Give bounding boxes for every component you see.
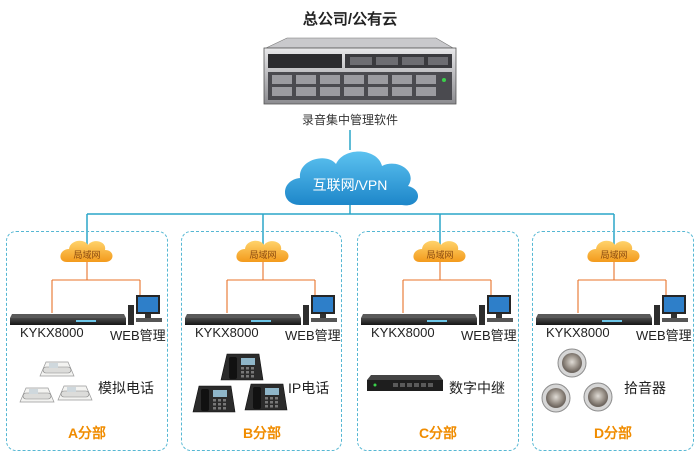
recorder-device-icon xyxy=(361,314,477,325)
internet-label: 互联网/VPN xyxy=(313,177,388,193)
internet-cloud-icon: 互联网/VPN xyxy=(285,151,419,206)
feature-label: 数字中继 xyxy=(449,380,505,396)
analog-phone-icon xyxy=(39,361,75,377)
device-model-label: KYKX8000 xyxy=(371,325,435,340)
server-rack-icon xyxy=(263,37,457,105)
pickup-microphone-group xyxy=(541,348,613,413)
computer-icon xyxy=(479,295,513,325)
web-management-label: WEB管理 xyxy=(110,328,166,343)
computer-icon xyxy=(303,295,337,325)
feature-label: 拾音器 xyxy=(624,380,666,396)
branch-name: B分部 xyxy=(242,425,282,441)
server-label: 录音集中管理软件 xyxy=(301,113,398,127)
branch-box xyxy=(532,231,694,451)
branch-name: A分部 xyxy=(67,425,107,441)
recorder-device-icon xyxy=(185,314,301,325)
feature-label: 模拟电话 xyxy=(98,380,154,396)
web-management-label: WEB管理 xyxy=(285,328,341,343)
branch-box xyxy=(6,231,168,451)
web-management-label: WEB管理 xyxy=(461,328,517,343)
web-management-label: WEB管理 xyxy=(636,328,692,343)
branch-box xyxy=(181,231,342,451)
pickup-microphone-icon xyxy=(583,382,613,412)
computer-icon xyxy=(654,295,688,325)
branch-name: C分部 xyxy=(418,425,458,441)
recorder-device-icon xyxy=(10,314,126,325)
device-model-label: KYKX8000 xyxy=(20,325,84,340)
ip-phone-icon xyxy=(220,353,264,381)
analog-phone-icon xyxy=(19,387,55,403)
lan-links xyxy=(577,262,667,313)
computer-icon xyxy=(128,295,162,325)
lan-label: 局域网 xyxy=(600,249,627,260)
lan-links xyxy=(226,262,316,313)
ip-phone-icon xyxy=(192,385,236,413)
device-model-label: KYKX8000 xyxy=(195,325,259,340)
lan-links xyxy=(402,262,492,313)
device-model-label: KYKX8000 xyxy=(546,325,610,340)
pickup-microphone-icon xyxy=(541,383,571,413)
lan-links xyxy=(51,262,141,313)
analog-phone-icon xyxy=(57,385,93,401)
branch-name: D分部 xyxy=(593,425,633,441)
page-title: 总公司/公有云 xyxy=(302,11,398,28)
backbone-links xyxy=(86,205,615,248)
lan-label: 局域网 xyxy=(73,249,100,260)
analog-phone-group xyxy=(19,361,93,403)
lan-label: 局域网 xyxy=(426,249,453,260)
branch-box xyxy=(357,231,519,451)
lan-cloud-icon: 局域网 xyxy=(587,240,640,262)
recorder-device-icon xyxy=(536,314,652,325)
ip-phone-group xyxy=(192,353,288,413)
ip-phone-icon xyxy=(244,383,288,411)
digital-trunk-icon xyxy=(367,375,443,391)
lan-cloud-icon: 局域网 xyxy=(236,240,289,262)
pickup-microphone-icon xyxy=(557,348,587,378)
feature-label: IP电话 xyxy=(288,380,330,396)
lan-label: 局域网 xyxy=(249,249,276,260)
lan-cloud-icon: 局域网 xyxy=(60,240,113,262)
lan-cloud-icon: 局域网 xyxy=(413,240,466,262)
